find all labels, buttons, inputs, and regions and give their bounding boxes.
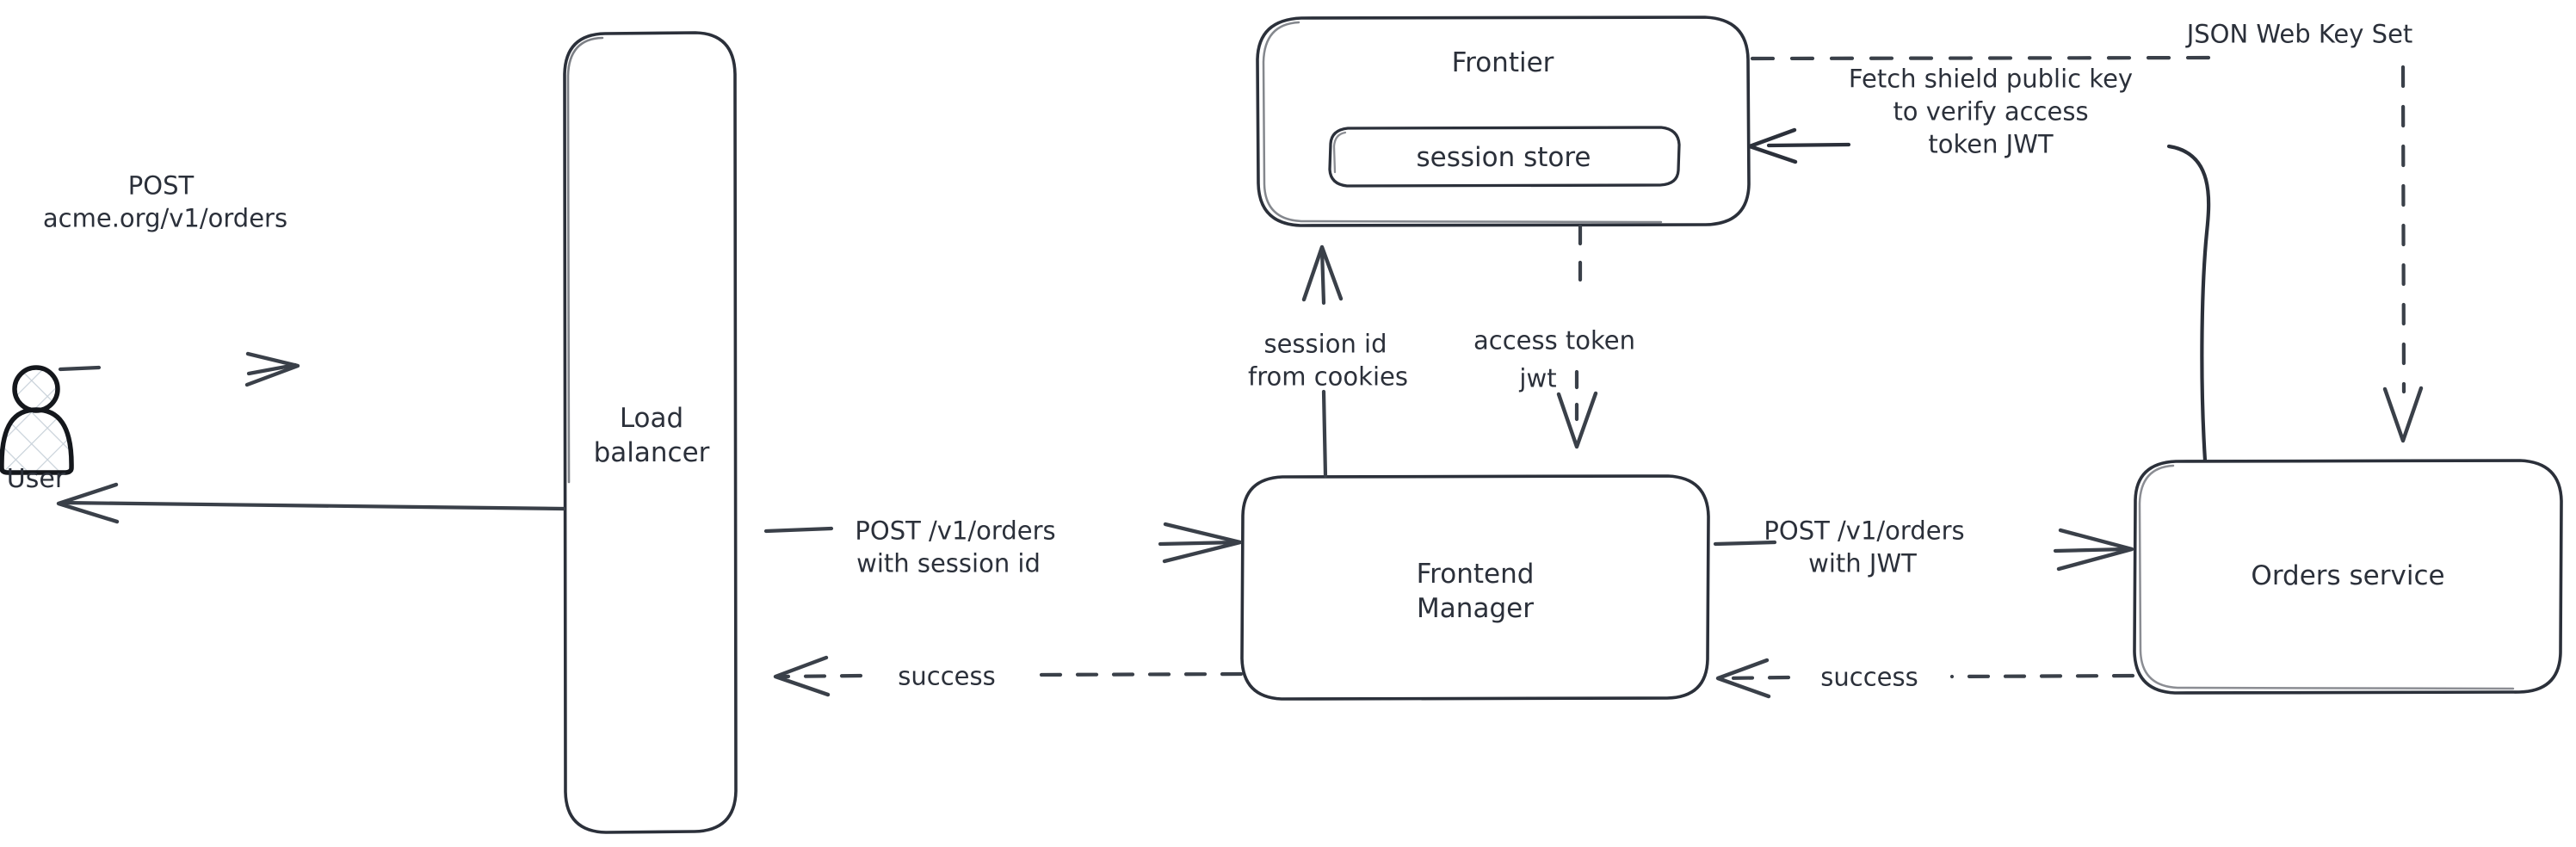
edge-user-to-load-balancer [58, 351, 300, 387]
edge-stub [58, 365, 102, 372]
orders-service-sketch-stroke [2138, 464, 2515, 690]
arrowhead-down [1556, 391, 1598, 449]
node-frontend-manager[interactable] [1240, 474, 1710, 701]
edge-frontend-manager-to-load-balancer [773, 655, 1244, 697]
arrowhead-left [56, 482, 120, 524]
edge-line-lower [1321, 389, 1328, 479]
frontier-sketch-stroke [1262, 21, 1663, 224]
edge-frontend-manager-to-orders-service [1713, 528, 2134, 572]
session-store-shape [1328, 126, 1681, 188]
arrowhead-right [1162, 522, 1243, 564]
arrowhead-right [244, 351, 300, 387]
load-balancer-shape [563, 31, 738, 834]
edge-line-right [1030, 671, 1244, 677]
arrowhead-left [1715, 658, 1771, 699]
frontier-shape [1256, 15, 1751, 227]
arrowhead-left [1747, 127, 1798, 164]
edge-line-left [777, 673, 863, 679]
edge-line [59, 500, 566, 511]
node-user[interactable] [0, 365, 74, 475]
node-orders-service[interactable] [2133, 459, 2563, 695]
edge-line-horizontal [1750, 55, 2223, 61]
edge-line-right [1949, 673, 2135, 679]
node-session-store[interactable] [1328, 126, 1681, 188]
orders-service-shape [2133, 459, 2563, 695]
user-head-icon [12, 365, 60, 413]
edge-load-balancer-to-user [56, 482, 566, 524]
edge-line [1158, 540, 1240, 547]
edge-line-left [1719, 675, 1791, 681]
edge-stub [763, 526, 834, 534]
edge-frontend-manager-to-frontier [1301, 244, 1344, 479]
edge-stub [1713, 540, 1777, 547]
user-body-icon [0, 407, 74, 475]
arrowhead-up [1301, 244, 1344, 302]
edge-line [2053, 547, 2128, 553]
frontend-manager-shape [1240, 474, 1710, 701]
edge-line [246, 362, 298, 376]
edge-curve [2166, 144, 2211, 463]
edge-orders-service-to-frontend-manager [1715, 658, 2135, 699]
edge-line-vertical [2400, 65, 2406, 394]
edge-orders-service-to-frontier [1747, 127, 2211, 463]
edge-line-upper [1319, 247, 1326, 306]
edge-load-balancer-to-frontend-manager [763, 522, 1243, 564]
load-balancer-sketch-stroke [566, 36, 604, 484]
edge-frontier-to-orders-service [1750, 55, 2424, 443]
arrowhead-down [2382, 386, 2424, 443]
edge-frontier-to-frontend-manager [1556, 224, 1598, 449]
arrowhead-right [2056, 528, 2134, 572]
node-load-balancer[interactable] [563, 31, 738, 834]
session-store-sketch-stroke [1332, 131, 1347, 174]
arrowhead-left [773, 655, 831, 697]
node-frontier[interactable] [1256, 15, 1751, 227]
